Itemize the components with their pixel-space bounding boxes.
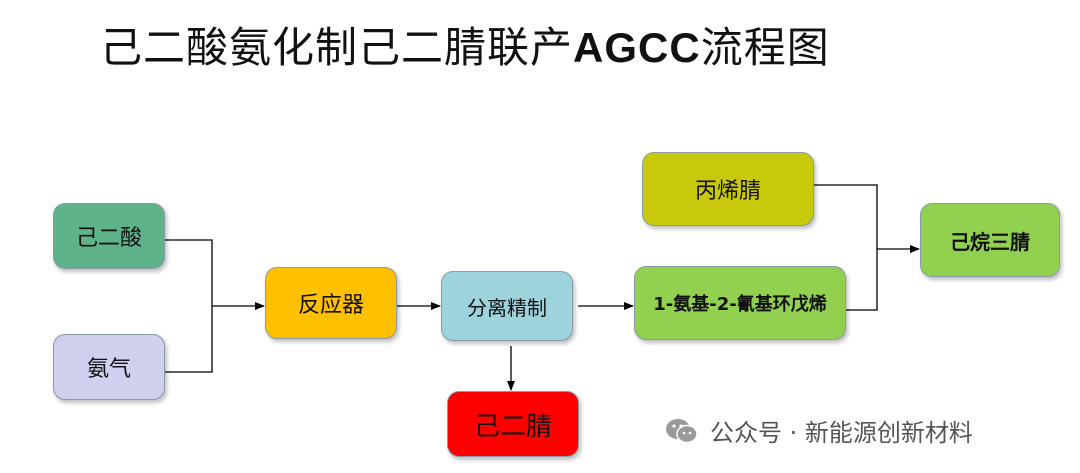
edge-acrylonitrile-to-merge [814,184,878,249]
watermark-text: 公众号 · 新能源创新材料 [710,419,973,447]
edge-ammonia-to-reactor [165,306,213,373]
title-tail: 流程图 [700,23,830,72]
node-hexane-tricarbonitrile-label: 己烷三腈 [950,229,1030,254]
node-intermediate-label: 1-氨基-2-氰基环戊烯 [653,294,827,315]
edge-intermediate-to-merge [846,249,878,311]
node-reactor: 反应器 [265,267,397,339]
node-adiponitrile: 己二腈 [447,391,579,457]
node-adipic-acid-label: 己二酸 [75,226,142,251]
diagram-title: 己二酸氨化制己二腈联产AGCC流程图 [100,14,830,75]
node-intermediate: 1-氨基-2-氰基环戊烯 [634,266,846,340]
title-latin: AGCC [573,24,701,71]
node-adiponitrile-label: 己二腈 [473,411,552,442]
node-adipic-acid: 己二酸 [53,203,165,269]
node-hexane-tricarbonitrile: 己烷三腈 [920,203,1060,277]
node-separation: 分离精制 [441,271,573,341]
node-separation-label: 分离精制 [467,295,547,320]
node-acrylonitrile-label: 丙烯腈 [694,179,761,204]
node-reactor-label: 反应器 [297,293,364,318]
node-acrylonitrile: 丙烯腈 [642,152,814,226]
node-ammonia-label: 氨气 [86,357,131,382]
watermark: 公众号 · 新能源创新材料 [664,413,973,448]
node-ammonia: 氨气 [53,334,165,400]
title-cjk: 己二酸氨化制己二腈联产 [100,23,574,72]
edge-adipic-to-reactor [165,239,213,306]
wechat-icon [664,417,700,445]
